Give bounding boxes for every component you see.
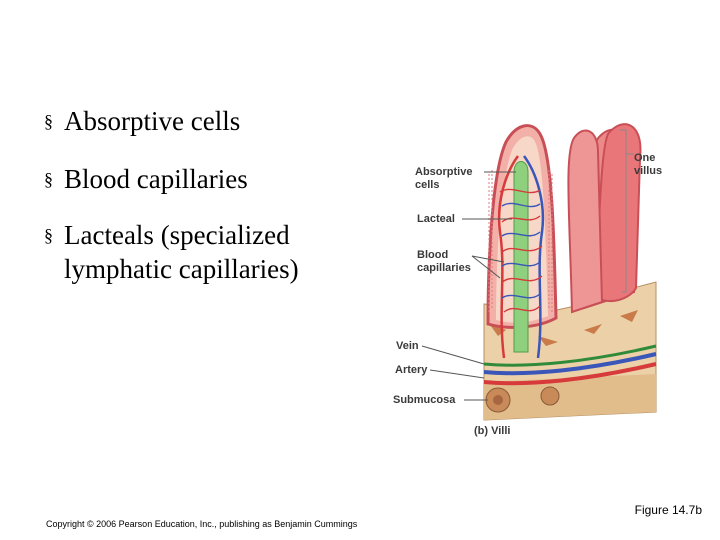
label-submucosa: Submucosa [393,394,456,406]
absorptive-cell-layer [488,168,553,312]
figure-caption: Figure 14.7b [634,503,702,517]
leader-blood-1 [471,255,505,263]
label-absorptive-line1: Absorptive [415,166,473,178]
bullet-blood-capillaries: § Blood capillaries [44,162,248,196]
capillary-loops-red [499,188,543,313]
gland-2 [540,386,560,406]
villi-figure: Absorptive cells Lacteal Blood capillari… [388,112,688,442]
label-lacteal: Lacteal [417,213,455,225]
bullet-continuation: lymphatic capillaries) [64,254,299,284]
lacteal [513,161,529,353]
villus-bracket [620,129,627,293]
leader-blood-2 [471,255,501,279]
label-absorptive-cells: Absorptive cells [415,166,472,192]
bullet-marker: § [44,111,53,131]
artery-vessel [483,362,657,386]
label-one-villus-line1: One [634,152,656,164]
label-vein: Vein [396,340,419,352]
muscle-fiber-4 [620,310,638,322]
muscle-fiber-2 [538,336,558,346]
villi-illustration [421,123,657,421]
label-panel-villi: (b) Villi [474,425,511,437]
bullet-text: Blood capillaries [64,164,248,194]
villus-back-3 [567,129,604,314]
capillary-loops-blue [501,202,541,299]
label-absorptive-line2: cells [415,179,440,191]
label-artery: Artery [395,364,428,376]
gland-1-core [493,395,503,405]
bullet-lacteals: § Lacteals (specialized lymphatic capilla… [44,218,299,286]
capillary-artery [497,155,520,359]
submucosa-base [484,374,656,420]
label-blood-line1: Blood [417,249,449,261]
bullet-text: Lacteals (specialized [64,220,290,250]
lymph-vessel [483,344,657,367]
bullet-text: Absorptive cells [64,106,241,136]
capillary-vein [522,155,545,359]
label-blood-line2: capillaries [417,262,471,274]
label-one-villus-line2: villus [634,165,663,177]
bullet-absorptive-cells: § Absorptive cells [44,104,240,138]
leader-vein [421,345,485,365]
copyright-notice: Copyright © 2006 Pearson Education, Inc.… [46,519,358,529]
muscle-fiber-3 [584,324,602,334]
label-one-villus: One villus [634,152,662,178]
bullet-marker: § [44,169,53,189]
bullet-marker: § [44,225,53,245]
vein-vessel [483,352,657,376]
label-blood-capillaries: Blood capillaries [417,249,471,275]
leader-artery [429,369,485,379]
